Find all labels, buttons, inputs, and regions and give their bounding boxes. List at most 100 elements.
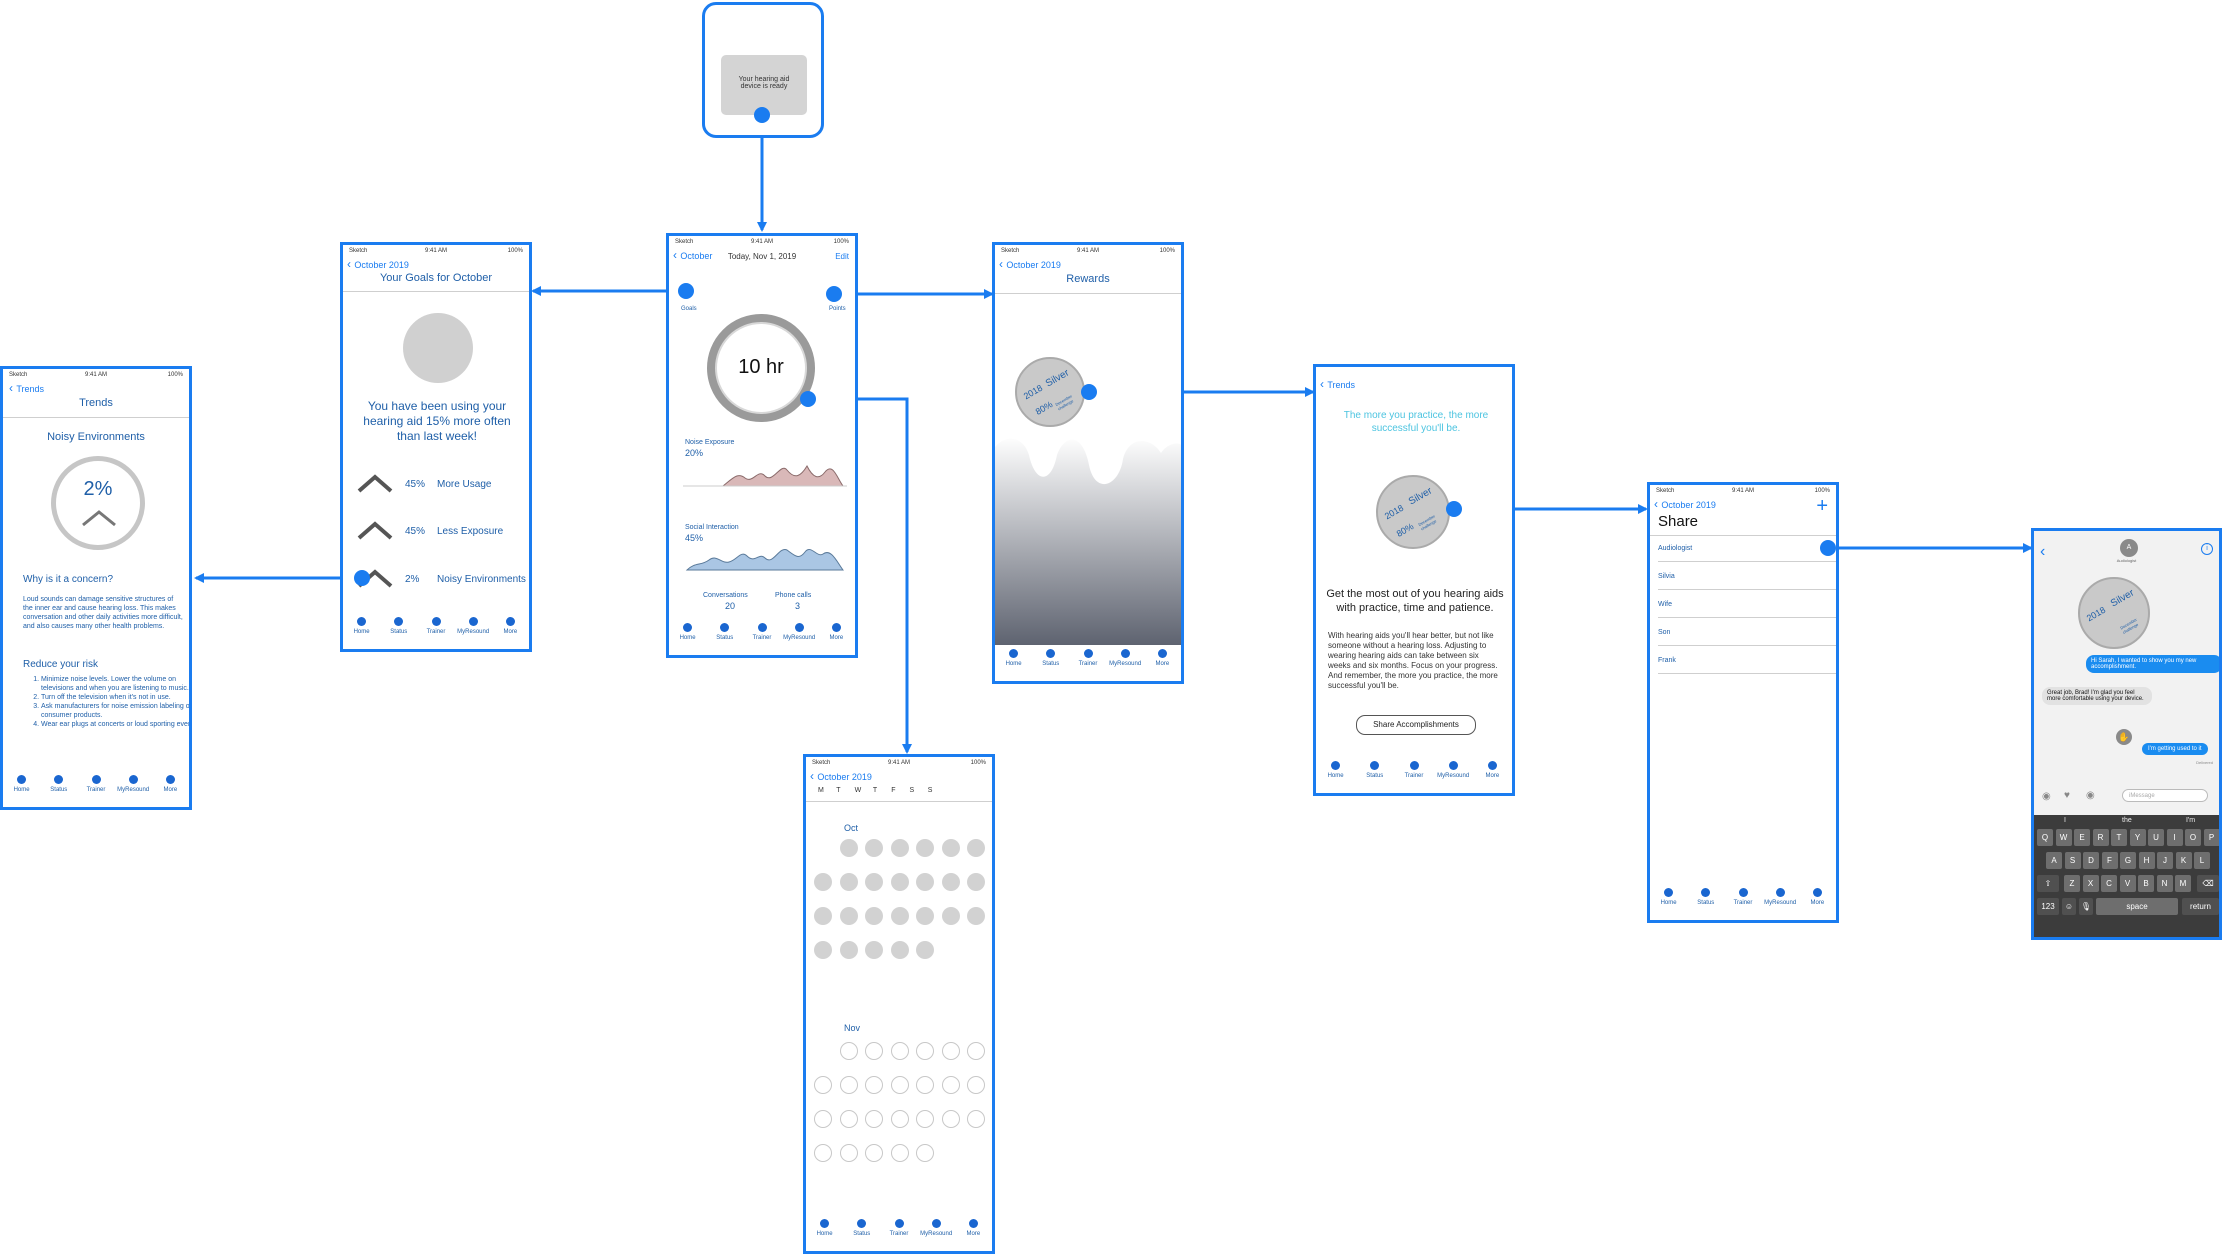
- tab-home[interactable]: Home: [806, 1219, 847, 1237]
- calendar-day[interactable]: [865, 1076, 883, 1094]
- key[interactable]: A: [2046, 852, 2062, 869]
- calendar-day[interactable]: [916, 1144, 934, 1162]
- node-points[interactable]: [826, 286, 842, 302]
- tab-myresound[interactable]: MyResound: [111, 775, 155, 793]
- calendar-day[interactable]: [916, 1076, 934, 1094]
- key[interactable]: Z: [2064, 875, 2080, 892]
- calendar-day[interactable]: [839, 1042, 858, 1060]
- key[interactable]: ⌫: [2197, 875, 2219, 892]
- calendar-day[interactable]: [967, 839, 985, 857]
- apps-icon[interactable]: ◉: [2086, 790, 2095, 801]
- contact-son[interactable]: Son: [1658, 629, 1671, 636]
- key[interactable]: ⇧: [2037, 875, 2059, 892]
- contact-frank[interactable]: Frank: [1658, 657, 1676, 664]
- calendar-day[interactable]: [916, 907, 934, 925]
- calendar-day[interactable]: [865, 839, 883, 857]
- key[interactable]: H: [2138, 852, 2155, 869]
- practice-badge[interactable]: 2018 Silver 80% December challenge: [1376, 475, 1450, 549]
- calendar-day[interactable]: [865, 1042, 883, 1060]
- key[interactable]: D: [2083, 852, 2099, 869]
- tab-home[interactable]: Home: [669, 623, 710, 641]
- calendar-day[interactable]: [890, 941, 909, 959]
- calendar-day[interactable]: [865, 873, 883, 891]
- calendar-day[interactable]: [967, 1110, 985, 1128]
- calendar-day[interactable]: [814, 941, 832, 959]
- back-link[interactable]: October: [673, 248, 712, 262]
- calendar-day[interactable]: [814, 1076, 832, 1094]
- key[interactable]: F: [2101, 852, 2118, 869]
- tab-myresound[interactable]: MyResound: [1758, 888, 1802, 906]
- points-label[interactable]: Points: [829, 306, 846, 312]
- goals-label[interactable]: Goals: [681, 306, 697, 312]
- calendar-day[interactable]: [890, 873, 909, 891]
- key[interactable]: P: [2203, 829, 2219, 846]
- calendar-day[interactable]: [941, 1110, 960, 1128]
- calendar-day[interactable]: [839, 1110, 858, 1128]
- key[interactable]: Y: [2129, 829, 2146, 846]
- calendar-day[interactable]: [814, 1110, 832, 1128]
- back-link[interactable]: October 2019: [810, 769, 872, 783]
- key[interactable]: T: [2111, 829, 2127, 846]
- tab-myresound[interactable]: MyResound: [777, 623, 821, 641]
- key[interactable]: 🎙: [2079, 898, 2093, 915]
- back-link[interactable]: Trends: [9, 381, 44, 395]
- tab-trainer[interactable]: Trainer: [1392, 761, 1436, 779]
- back-link[interactable]: October 2019: [1654, 497, 1716, 511]
- tab-status[interactable]: Status: [37, 775, 81, 793]
- tab-status[interactable]: Status: [703, 623, 747, 641]
- notification-banner[interactable]: [721, 55, 807, 115]
- back-link[interactable]: October 2019: [347, 257, 409, 271]
- calendar-day[interactable]: [890, 1110, 909, 1128]
- key[interactable]: ☺: [2062, 898, 2076, 915]
- key[interactable]: J: [2157, 852, 2173, 869]
- calendar-day[interactable]: [916, 873, 934, 891]
- tab-home[interactable]: Home: [3, 775, 44, 793]
- key[interactable]: S: [2064, 852, 2081, 869]
- tab-trainer[interactable]: Trainer: [1721, 888, 1765, 906]
- tab-more[interactable]: More: [1140, 649, 1181, 667]
- calendar-day[interactable]: [941, 1076, 960, 1094]
- tab-status[interactable]: Status: [377, 617, 421, 635]
- calendar-day[interactable]: [916, 941, 934, 959]
- message-input[interactable]: iMessage: [2122, 789, 2208, 802]
- calendar-day[interactable]: [890, 1076, 909, 1094]
- back-link[interactable]: October 2019: [999, 257, 1061, 271]
- node-practice-badge[interactable]: [1446, 501, 1462, 517]
- calendar-day[interactable]: [941, 907, 960, 925]
- add-button[interactable]: +: [1816, 495, 1828, 517]
- key[interactable]: E: [2074, 829, 2090, 846]
- tab-status[interactable]: Status: [840, 1219, 884, 1237]
- key[interactable]: R: [2092, 829, 2109, 846]
- calendar-day[interactable]: [839, 1144, 858, 1162]
- key[interactable]: G: [2120, 852, 2136, 869]
- calendar-day[interactable]: [865, 1144, 883, 1162]
- tab-more[interactable]: More: [1470, 761, 1512, 779]
- key[interactable]: K: [2175, 852, 2192, 869]
- calendar-day[interactable]: [839, 839, 858, 857]
- tab-trainer[interactable]: Trainer: [74, 775, 118, 793]
- calendar-day[interactable]: [865, 1110, 883, 1128]
- tab-trainer[interactable]: Trainer: [414, 617, 458, 635]
- calendar-day[interactable]: [890, 1042, 909, 1060]
- calendar-day[interactable]: [890, 907, 909, 925]
- node-reward-badge[interactable]: [1081, 384, 1097, 400]
- tab-home[interactable]: Home: [1316, 761, 1358, 779]
- calendar-day[interactable]: [941, 873, 960, 891]
- tab-myresound[interactable]: MyResound: [451, 617, 495, 635]
- key[interactable]: return: [2182, 898, 2219, 915]
- key[interactable]: X: [2082, 875, 2099, 892]
- node-share-audiologist[interactable]: [1820, 540, 1836, 556]
- contact-audiologist[interactable]: Audiologist: [1658, 545, 1693, 552]
- info-icon[interactable]: i: [2201, 543, 2213, 555]
- tab-home[interactable]: Home: [343, 617, 384, 635]
- suggestion[interactable]: the: [2122, 817, 2132, 824]
- key[interactable]: I: [2166, 829, 2183, 846]
- calendar-day[interactable]: [967, 873, 985, 891]
- calendar-day[interactable]: [967, 1076, 985, 1094]
- calendar-day[interactable]: [967, 1042, 985, 1060]
- key[interactable]: space: [2096, 898, 2178, 915]
- calendar-day[interactable]: [916, 1110, 934, 1128]
- shared-badge-image[interactable]: 2018 Silver December challenge: [2078, 577, 2150, 649]
- key[interactable]: U: [2148, 829, 2164, 846]
- key[interactable]: 123: [2037, 898, 2059, 915]
